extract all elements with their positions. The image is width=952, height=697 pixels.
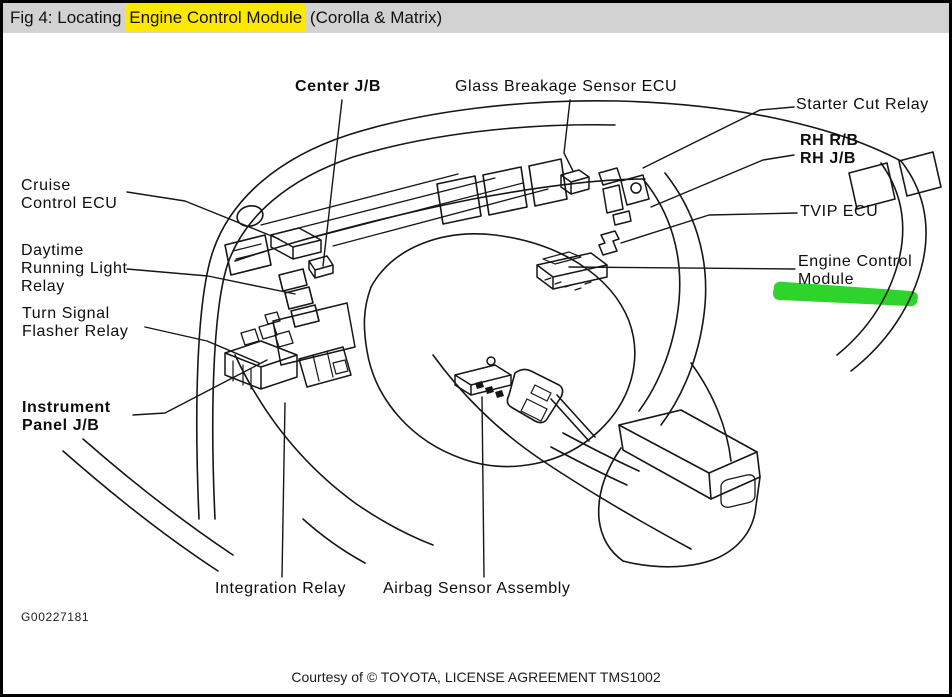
leader-drl [126, 268, 296, 295]
label-starter-cut: Starter Cut Relay [796, 96, 929, 113]
component-boxes [224, 167, 650, 398]
label-integration: Integration Relay [215, 580, 347, 597]
leader-ecm [568, 266, 796, 270]
label-ecm: Engine Control Module [798, 253, 913, 288]
dashboard-line-art [62, 99, 942, 578]
leader-tvip [620, 212, 798, 244]
title-suffix: (Corolla & Matrix) [305, 8, 443, 27]
leader-instrument-panel [132, 359, 268, 416]
leader-integration [281, 402, 286, 578]
label-airbag: Airbag Sensor Assembly [383, 580, 571, 597]
leader-turn-signal [144, 326, 260, 364]
label-instrument-panel: Instrument Panel J/B [22, 399, 111, 434]
leader-center-jb [322, 99, 343, 267]
leader-lines [126, 99, 798, 578]
title-highlight: Engine Control Module [126, 4, 306, 32]
label-drl: Daytime Running Light Relay [21, 242, 128, 295]
label-rh-blocks: RH R/B RH J/B [800, 132, 859, 167]
dashboard-sketch [62, 99, 942, 572]
label-turn-signal: Turn Signal Flasher Relay [22, 305, 129, 340]
title-prefix: Fig 4: Locating [10, 8, 127, 27]
label-center-jb: Center J/B [295, 78, 382, 95]
courtesy-line: Courtesy of © TOYOTA, LICENSE AGREEMENT … [291, 669, 661, 685]
label-tvip: TVIP ECU [800, 203, 879, 220]
green-marker-highlight [773, 281, 918, 307]
leader-starter-cut [642, 106, 795, 169]
leader-airbag [481, 396, 485, 578]
leader-glass-breakage [563, 99, 574, 172]
leader-rh-blocks [650, 154, 795, 208]
label-glass-breakage: Glass Breakage Sensor ECU [455, 78, 678, 95]
figure-title-bar: Fig 4: Locating Engine Control Module (C… [3, 3, 949, 33]
label-cruise: Cruise Control ECU [21, 177, 118, 212]
leader-cruise [126, 191, 280, 240]
figure-id: G00227181 [21, 610, 90, 624]
